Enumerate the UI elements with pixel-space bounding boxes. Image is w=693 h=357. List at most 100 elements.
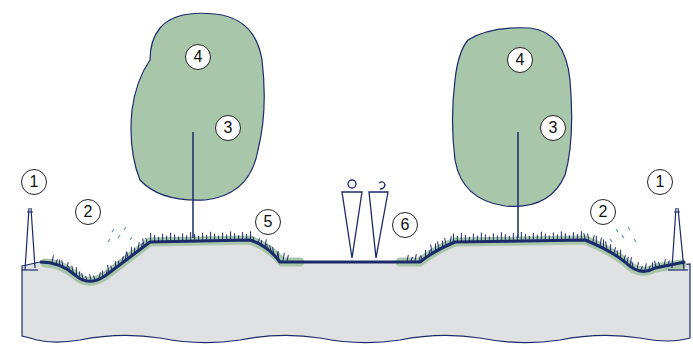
grass-blade xyxy=(158,237,159,242)
grass-blade xyxy=(573,232,574,240)
grass-blade xyxy=(131,247,132,256)
grass-blade xyxy=(652,262,653,269)
grass-blade xyxy=(72,266,74,274)
grass-blade xyxy=(450,236,452,244)
grass-blade xyxy=(134,248,135,254)
grass-blade xyxy=(481,233,482,242)
grass-blade xyxy=(501,232,502,241)
grass-blade xyxy=(610,244,611,252)
callout-number: 5 xyxy=(255,209,281,235)
grass-blade xyxy=(632,261,634,268)
grass-blade xyxy=(141,243,143,249)
grass-blade xyxy=(411,257,413,262)
grass-blade xyxy=(118,261,119,266)
grass-blade xyxy=(584,233,586,240)
grass-blade xyxy=(86,276,88,281)
grass-blade xyxy=(431,244,433,253)
grass-blade xyxy=(442,241,443,248)
grass-blade xyxy=(143,238,145,246)
curb-post xyxy=(668,208,688,270)
grass-blade xyxy=(593,235,595,243)
grass-blade xyxy=(627,257,629,264)
grass-blade xyxy=(521,232,522,241)
grass-blade xyxy=(76,267,77,276)
grass-blade xyxy=(79,271,80,278)
grass-blade xyxy=(82,273,84,280)
tree-canopy xyxy=(131,13,264,200)
grass-blade xyxy=(218,236,219,241)
grass-blade xyxy=(620,250,621,259)
callout-number: 6 xyxy=(392,212,418,238)
tree-trunk xyxy=(517,132,519,238)
grass-blade xyxy=(581,231,582,240)
grass-blade xyxy=(253,237,255,242)
grass-blade xyxy=(473,234,474,242)
grass-blade xyxy=(659,262,661,267)
grass-blade xyxy=(505,234,506,241)
grass-blade xyxy=(69,266,71,271)
grass-blade xyxy=(62,260,64,267)
grass-blade xyxy=(549,236,550,241)
grass-blade xyxy=(617,250,618,256)
grass-blade xyxy=(287,255,289,262)
grass-blade xyxy=(461,233,462,242)
grass-blade xyxy=(407,255,409,262)
grass-blade xyxy=(561,231,562,240)
callout-number: 3 xyxy=(215,115,241,141)
grass-blade xyxy=(182,233,183,241)
grass-blades xyxy=(52,231,669,281)
callout-number: 1 xyxy=(647,169,673,195)
grass-blade xyxy=(267,244,269,250)
grass-blade xyxy=(509,236,510,241)
grass-blade xyxy=(438,241,440,249)
grass-blade xyxy=(234,233,235,240)
grass-blade xyxy=(600,238,602,247)
water-drops xyxy=(108,227,636,242)
grass-blade xyxy=(545,234,546,241)
grass-blade xyxy=(641,266,643,271)
grass-blade xyxy=(415,254,417,262)
grass-blade xyxy=(596,236,597,245)
ground xyxy=(22,240,690,343)
grass-blade xyxy=(230,231,231,240)
grass-blade xyxy=(664,259,666,266)
grass-blade xyxy=(525,234,526,241)
grass-blade xyxy=(198,236,199,241)
grass-blade xyxy=(435,243,436,251)
grass-blade xyxy=(630,257,632,266)
grass-blade xyxy=(258,238,260,243)
grass-blade xyxy=(238,235,239,240)
grass-blade xyxy=(513,233,514,241)
grass-blade xyxy=(190,232,191,241)
grass-band xyxy=(400,240,682,271)
grass-blade xyxy=(67,262,69,269)
grass-blade xyxy=(465,235,466,242)
grass-blade xyxy=(250,231,251,240)
callout-number: 2 xyxy=(75,199,101,225)
grass-blade xyxy=(445,238,447,246)
grass-blade xyxy=(214,234,215,241)
callout-number: 1 xyxy=(21,169,47,195)
grass-blade xyxy=(226,234,227,240)
grass-blade xyxy=(127,251,129,258)
tree-trunk xyxy=(192,132,194,238)
grass-blade xyxy=(645,263,647,271)
grass-blade xyxy=(485,235,486,242)
grass-blade xyxy=(186,235,187,241)
grass-blade xyxy=(419,256,421,262)
grass-blade xyxy=(565,233,566,240)
grass-blade xyxy=(477,236,478,242)
grass-blade xyxy=(162,234,163,242)
grass-blade xyxy=(122,256,124,263)
callout-number: 3 xyxy=(540,115,566,141)
grass-blade xyxy=(624,255,626,261)
grass-blade xyxy=(453,234,454,243)
grass-blade xyxy=(56,259,58,264)
grass-blade xyxy=(170,233,171,242)
callout-number: 2 xyxy=(590,199,616,225)
grass-blade xyxy=(457,236,458,242)
grass-blade xyxy=(115,261,116,268)
grass-blade xyxy=(529,236,530,241)
callout-number: 4 xyxy=(507,47,533,73)
